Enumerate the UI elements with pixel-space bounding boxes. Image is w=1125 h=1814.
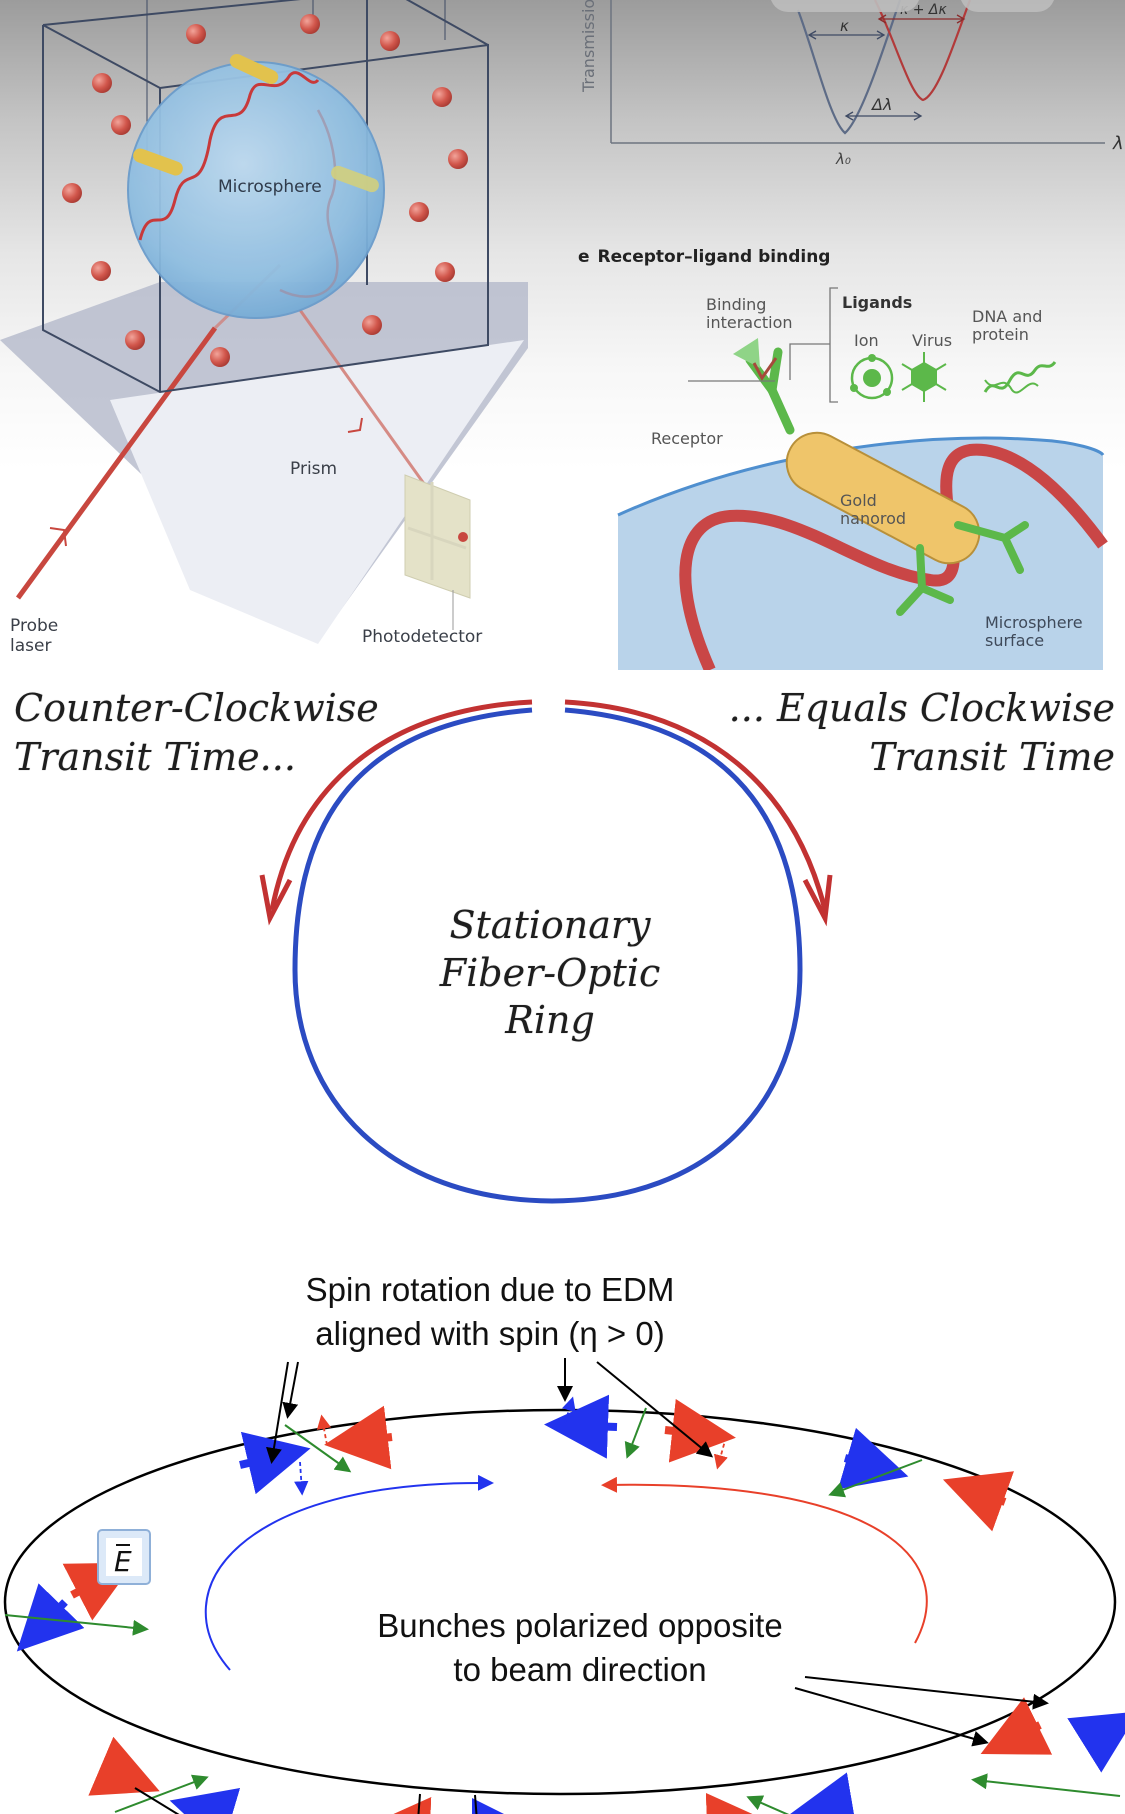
dna-line1: DNA and bbox=[972, 307, 1043, 326]
gold-nanorod-label: Gold nanorod bbox=[840, 491, 907, 529]
lambda0-tick-label: λ₀ bbox=[835, 150, 851, 168]
ligand-ion-label: Ion bbox=[854, 331, 879, 350]
ligand-dna-label: DNA and protein bbox=[972, 307, 1043, 345]
fiber-optic-ring bbox=[292, 707, 803, 1204]
cw-line2: Transit Time bbox=[869, 735, 1115, 780]
bunches-caption-line2: to beam direction bbox=[453, 1650, 707, 1688]
analyte-particles bbox=[62, 14, 468, 367]
callout-arrows bbox=[134, 1358, 1049, 1814]
whispering-gallery-mode bbox=[138, 71, 320, 241]
ligand-virus-label: Virus bbox=[912, 331, 953, 350]
gold-line2: nanorod bbox=[840, 509, 907, 529]
surface-line1: Microsphere bbox=[985, 613, 1083, 632]
spin-rotation-arrows bbox=[294, 1396, 728, 1496]
ion-icon bbox=[850, 354, 894, 400]
microsphere-surface-label: Microsphere surface bbox=[985, 613, 1083, 651]
electric-field-arrows bbox=[4, 1407, 1121, 1814]
probe-beam-arrow-icon bbox=[49, 527, 67, 547]
panel-e-title: e Receptor–ligand binding bbox=[578, 247, 831, 268]
ccw-beam-direction bbox=[601, 1476, 928, 1644]
sagnac-ring-diagram bbox=[259, 699, 833, 1204]
x-axis-label: λ bbox=[1112, 133, 1124, 154]
ccw-line2: Transit Time... bbox=[14, 735, 296, 780]
overlay-bubble bbox=[771, 0, 919, 12]
ccw-transit-label: Counter-Clockwise Transit Time... bbox=[14, 684, 379, 783]
kappa-width-marker bbox=[807, 30, 886, 40]
receptor-label: Receptor bbox=[651, 429, 723, 448]
ccw-arrowhead-icon bbox=[259, 874, 293, 926]
photodetector-icon bbox=[404, 474, 471, 630]
cw-transit-label: ... Equals Clockwise Transit Time bbox=[729, 684, 1115, 783]
nanorod bbox=[229, 53, 279, 85]
panel-letter: e bbox=[578, 247, 590, 267]
probe-laser-line1: Probe bbox=[10, 616, 59, 636]
kappa-delta-width-marker bbox=[877, 14, 966, 24]
kappa-label: κ bbox=[840, 17, 849, 35]
center-line2: Fiber-Optic bbox=[439, 950, 661, 995]
bound-ligand bbox=[733, 338, 760, 368]
delta-lambda-shift-marker bbox=[844, 111, 923, 121]
microsphere-label: Microsphere bbox=[218, 177, 322, 197]
bunches-polarized-caption: Bunches polarized opposite to beam direc… bbox=[320, 1604, 840, 1691]
photodetector-label: Photodetector bbox=[362, 627, 483, 647]
storage-ring bbox=[3, 1408, 1117, 1796]
bunch-arrows bbox=[16, 1394, 1125, 1814]
microsphere-prism-diagram bbox=[0, 0, 528, 644]
cw-line1: ... Equals Clockwise bbox=[728, 686, 1115, 730]
binding-line1: Binding bbox=[706, 295, 767, 314]
shifted-resonance-curve bbox=[874, 0, 972, 102]
edm-spin-rotation-caption: Spin rotation due to EDM aligned with sp… bbox=[240, 1268, 740, 1355]
dna-icon bbox=[983, 361, 1057, 393]
dna-line2: protein bbox=[972, 325, 1029, 345]
electric-field-symbol-icon: E bbox=[97, 1529, 151, 1585]
gold-nanorod bbox=[785, 431, 981, 565]
receptor-icon bbox=[896, 521, 1029, 616]
cw-arrowhead-icon bbox=[802, 874, 833, 927]
binding-interaction-label: Binding interaction bbox=[706, 295, 793, 333]
virus-icon bbox=[901, 352, 947, 402]
edm-caption-line1: Spin rotation due to EDM bbox=[305, 1271, 675, 1308]
ccw-arrow bbox=[269, 699, 533, 911]
field-symbol: E bbox=[114, 1545, 132, 1578]
transmission-spectrum-plot: Transmission λ λ₀ κ κ + Δκ Δλ bbox=[579, 0, 1124, 168]
microsphere bbox=[127, 61, 385, 319]
delta-lambda-label: Δλ bbox=[870, 95, 892, 114]
probe-laser-label: Probe laser bbox=[10, 616, 59, 656]
prism-label: Prism bbox=[290, 459, 338, 479]
ligands-heading: Ligands bbox=[842, 293, 913, 312]
center-line1: Stationary bbox=[449, 903, 651, 947]
overlay-bubble bbox=[961, 0, 1054, 12]
evanescent-mode-band bbox=[679, 443, 1108, 670]
nanorod bbox=[133, 148, 183, 176]
y-axis-label: Transmission bbox=[579, 0, 598, 93]
bunches-caption-line1: Bunches polarized opposite bbox=[377, 1607, 783, 1644]
ccw-line1: Counter-Clockwise bbox=[14, 686, 379, 730]
nanorod bbox=[331, 165, 379, 193]
ring-center-label: Stationary Fiber-Optic Ring bbox=[360, 902, 740, 1045]
probe-laser-beam bbox=[15, 326, 218, 600]
edm-storage-ring-diagram: E bbox=[3, 1358, 1125, 1814]
edm-caption-line2: aligned with spin (η > 0) bbox=[315, 1314, 665, 1352]
surface-line2: surface bbox=[985, 631, 1045, 651]
receptor-ligand-diagram bbox=[617, 287, 1108, 670]
cw-beam-direction bbox=[204, 1474, 494, 1671]
cw-arrow bbox=[564, 699, 828, 911]
reflected-beam-arrow-icon bbox=[347, 417, 363, 433]
ligands-bracket bbox=[789, 287, 838, 403]
prism-face bbox=[110, 340, 524, 644]
center-line3: Ring bbox=[505, 998, 595, 1042]
original-resonance-curve bbox=[796, 0, 902, 135]
panel-title: Receptor–ligand binding bbox=[597, 247, 831, 267]
gold-line1: Gold bbox=[840, 491, 877, 510]
binding-line2: interaction bbox=[706, 313, 793, 333]
probe-laser-line2: laser bbox=[10, 635, 52, 656]
